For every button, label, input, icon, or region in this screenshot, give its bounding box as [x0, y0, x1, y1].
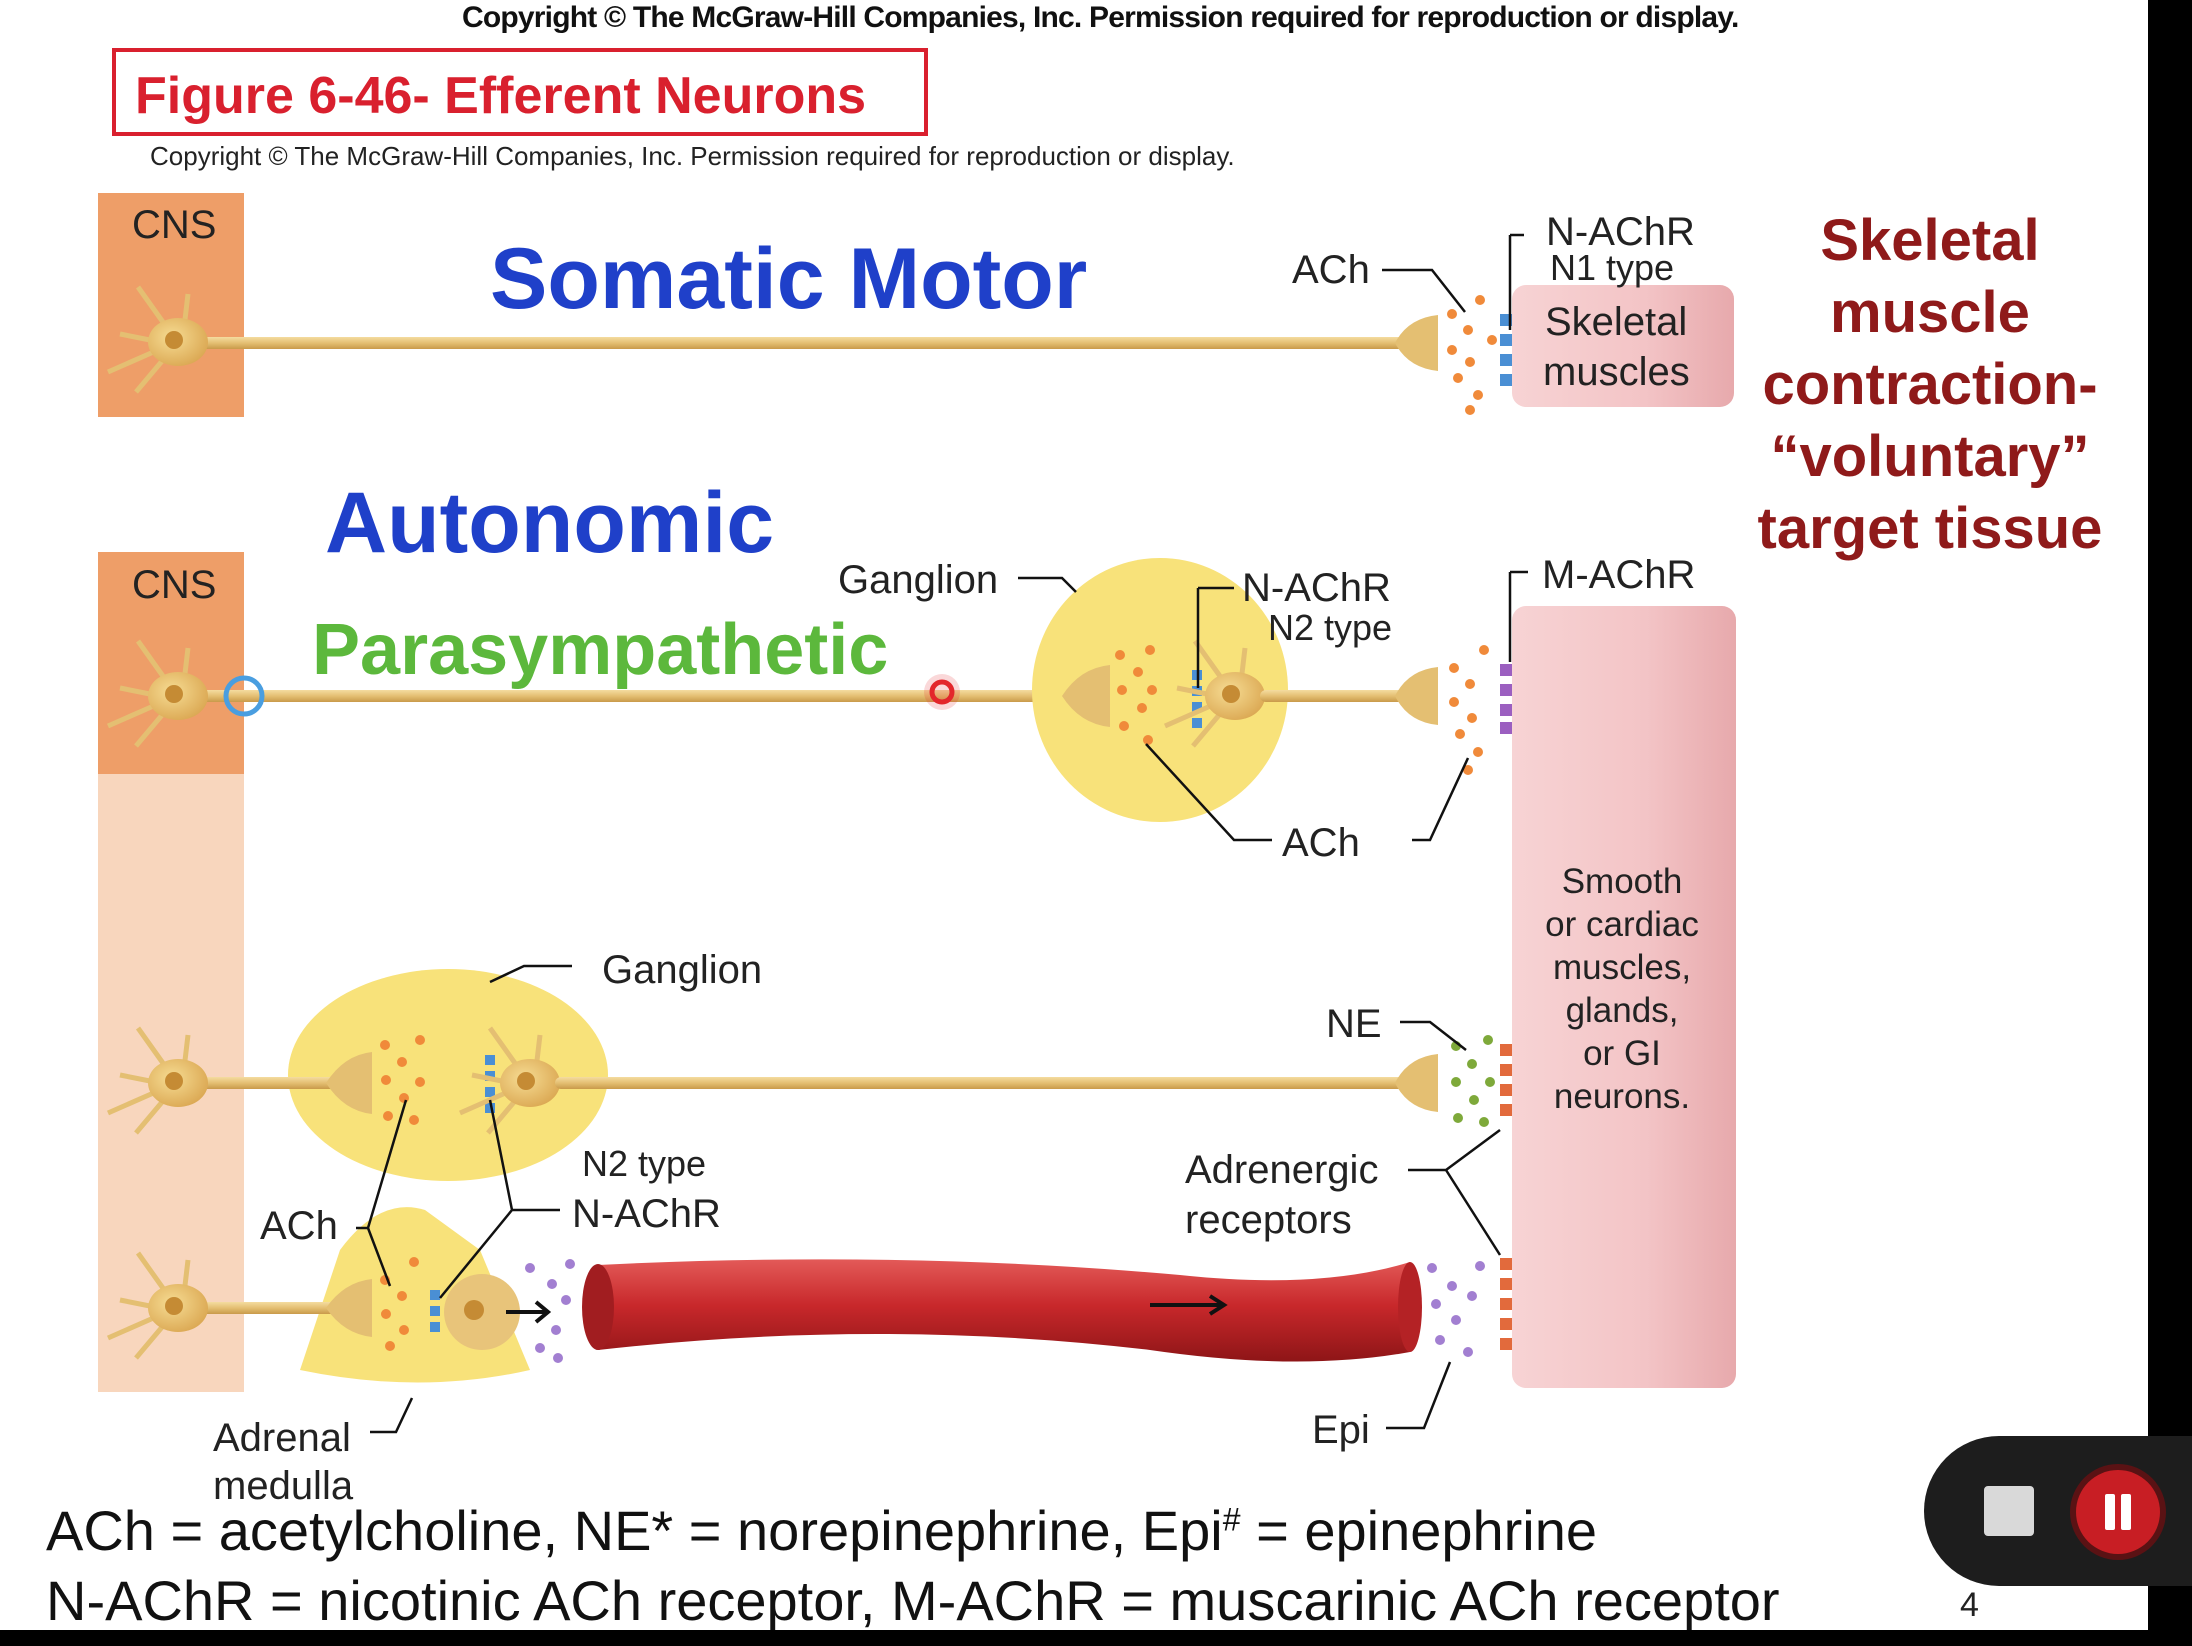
- adrenergic-receptors-epi: [1500, 1258, 1512, 1350]
- copyright-sub: Copyright © The McGraw-Hill Companies, I…: [150, 141, 1235, 171]
- ach-label-parasym: ACh: [1282, 821, 1360, 865]
- autonomic-heading: Autonomic: [325, 475, 775, 571]
- n2-type-label-parasym: N2 type: [1268, 607, 1393, 648]
- nachr-n2-label-parasym: N-AChR: [1242, 566, 1391, 610]
- n2-type-label-symp: N2 type: [582, 1143, 707, 1184]
- somatic-heading: Somatic Motor: [490, 231, 1088, 327]
- pause-recording-button[interactable]: [2076, 1470, 2160, 1554]
- somatic-terminal: [1395, 315, 1438, 371]
- skeletal-note: Skeletal muscle contraction- “voluntary”…: [1757, 208, 2103, 561]
- cursor-dot-red: [929, 679, 955, 705]
- target-tissue-block: [1512, 606, 1736, 1388]
- target-tissue-text: Smooth or cardiac muscles, glands, or GI…: [1545, 862, 1699, 1116]
- ne-vesicles: [1451, 1035, 1495, 1127]
- adrenergic-label-1: Adrenergic: [1185, 1148, 1379, 1192]
- cursor-ring-blue: [223, 675, 265, 717]
- somatic-axon: [190, 337, 1420, 349]
- epi-label: Epi: [1312, 1408, 1370, 1452]
- adrenal-label-2: medulla: [213, 1464, 354, 1508]
- blood-vessel: [598, 1259, 1410, 1362]
- symp-postganglionic-axon: [555, 1077, 1420, 1089]
- copyright-top: Copyright © The McGraw-Hill Companies, I…: [462, 1, 1739, 34]
- parasym-preganglionic-axon: [190, 690, 1070, 702]
- adrenergic-receptors-ne: [1500, 1044, 1512, 1116]
- ganglion-label-symp: Ganglion: [602, 948, 763, 992]
- machr-label: M-AChR: [1542, 553, 1696, 597]
- n1-type-label: N1 type: [1550, 247, 1675, 288]
- neuron-diagram: [98, 193, 1736, 1434]
- m-receptors: [1500, 664, 1512, 734]
- nachr-label-symp: N-AChR: [572, 1192, 721, 1236]
- ach-label-somatic: ACh: [1292, 248, 1370, 292]
- skeletal-muscles-label-2: muscles: [1543, 350, 1690, 394]
- parasympathetic-heading: Parasympathetic: [312, 610, 889, 690]
- stop-recording-button[interactable]: [1984, 1486, 2034, 1536]
- nachr-n1-label: N-AChR: [1546, 210, 1695, 254]
- adrenergic-label-2: receptors: [1185, 1198, 1352, 1242]
- cns-label-2: CNS: [132, 563, 217, 607]
- leader-lines: [356, 233, 1528, 1434]
- epi-vesicles-target: [1427, 1261, 1485, 1357]
- parasym-ganglion: [1032, 558, 1288, 822]
- skeletal-muscle-block: [1512, 285, 1734, 407]
- page-number: 4: [1960, 1586, 1979, 1624]
- adrenal-label-1: Adrenal: [213, 1416, 351, 1460]
- recording-controls: [1924, 1436, 2192, 1586]
- sympathetic-ganglion: [288, 969, 608, 1181]
- ne-label: NE: [1326, 1002, 1382, 1046]
- cns-autonomic-block: [98, 552, 244, 774]
- cns-somatic-block: [98, 193, 244, 417]
- legend-line-1: ACh = acetylcholine, NE* = norepinephrin…: [46, 1499, 1598, 1562]
- slide: Copyright © The McGraw-Hill Companies, I…: [0, 0, 2148, 1630]
- cns-label-1: CNS: [132, 203, 217, 247]
- legend-line-2: N-AChR = nicotinic ACh receptor, M-AChR …: [46, 1569, 1780, 1630]
- parasym-postganglionic-axon: [1260, 690, 1420, 702]
- figure-title: Figure 6-46- Efferent Neurons: [135, 67, 867, 125]
- epi-vesicles-adrenal: [525, 1259, 575, 1363]
- skeletal-muscles-label-1: Skeletal: [1545, 300, 1688, 344]
- ganglion-label-parasym: Ganglion: [838, 558, 999, 602]
- ach-label-symp: ACh: [260, 1204, 338, 1248]
- figure-title-box: [112, 48, 928, 136]
- ach-vesicles-ganglion: [1115, 645, 1157, 745]
- ach-vesicles-somatic: [1447, 295, 1497, 415]
